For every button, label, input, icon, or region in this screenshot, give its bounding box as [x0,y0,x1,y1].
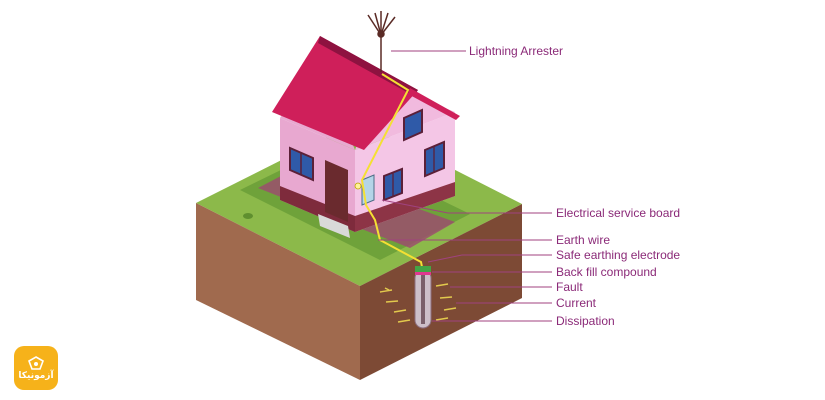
house-base-front [280,186,355,232]
side-window-lower-left [383,167,403,202]
electrode-band [415,272,431,275]
roof-side-eave [408,88,460,120]
label-current: Current [556,296,597,310]
logo-mark-icon [28,355,44,370]
soil-front [196,203,360,380]
dissipation-arrows [379,283,457,323]
leader-lines [378,50,552,322]
house [272,36,460,238]
house-base-side [355,182,455,232]
electrode-cap [415,266,431,272]
roof-main [272,36,418,150]
label-electrical-service-board: Electrical service board [556,206,680,220]
front-window [289,146,314,182]
label-safe-earthing-electrode: Safe earthing electrode [556,248,680,262]
brand-logo: آزمونیکا [14,346,58,390]
grass-stone [243,213,253,219]
side-window-upper [403,108,423,142]
earthing-electrode [414,266,432,329]
label-fault: Fault [556,280,583,294]
side-window-lower-right [424,140,445,178]
lightning-arrester [367,11,396,72]
door [325,160,348,222]
label-earth-wire: Earth wire [556,233,610,247]
door-step [318,214,350,238]
label-dissipation: Dissipation [556,314,615,328]
earth-wire [360,73,424,273]
wall-lamp [354,182,362,190]
electrode-rod [421,272,425,324]
label-lightning-arrester: Lightning Arrester [469,44,563,58]
soil-side [360,204,522,380]
label-back-fill-compound: Back fill compound [556,265,657,279]
logo-text: آزمونیکا [18,370,54,381]
